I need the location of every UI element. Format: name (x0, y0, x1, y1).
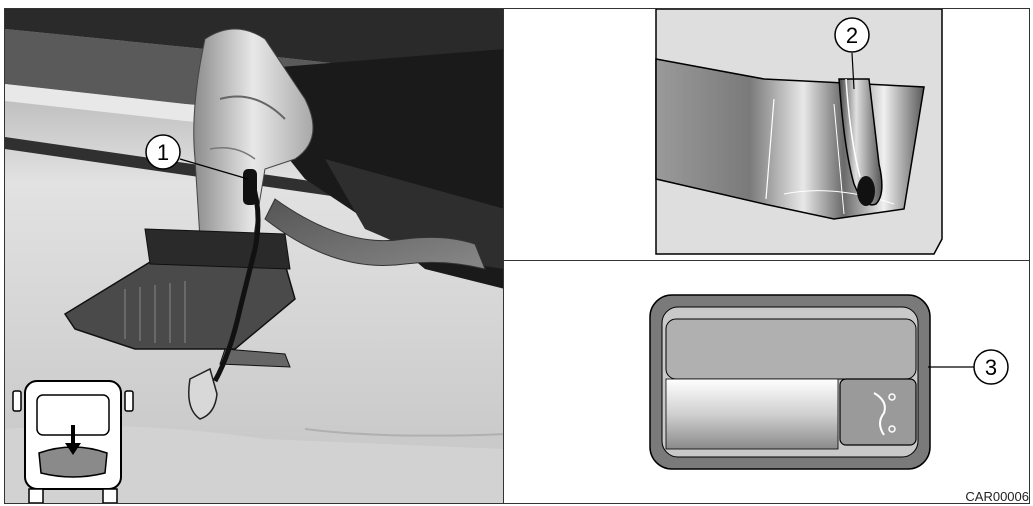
callout-1-label: 1 (157, 140, 169, 165)
release-handle-photo: 1 (4, 8, 504, 504)
figure-code: CAR00006 (965, 489, 1029, 504)
callout-3-label: 3 (985, 355, 997, 380)
callout-2-label: 2 (846, 23, 858, 48)
photo-illustration: 1 (5, 9, 504, 504)
handle-detail-panel: 2 (504, 8, 1030, 261)
release-button-panel: 3 (504, 261, 1030, 504)
handle-detail-illustration: 2 (504, 9, 1030, 261)
trunk-open-icon[interactable] (840, 379, 916, 445)
release-button-illustration: 3 (504, 261, 1030, 504)
vehicle-rear-topview-icon (13, 381, 133, 503)
